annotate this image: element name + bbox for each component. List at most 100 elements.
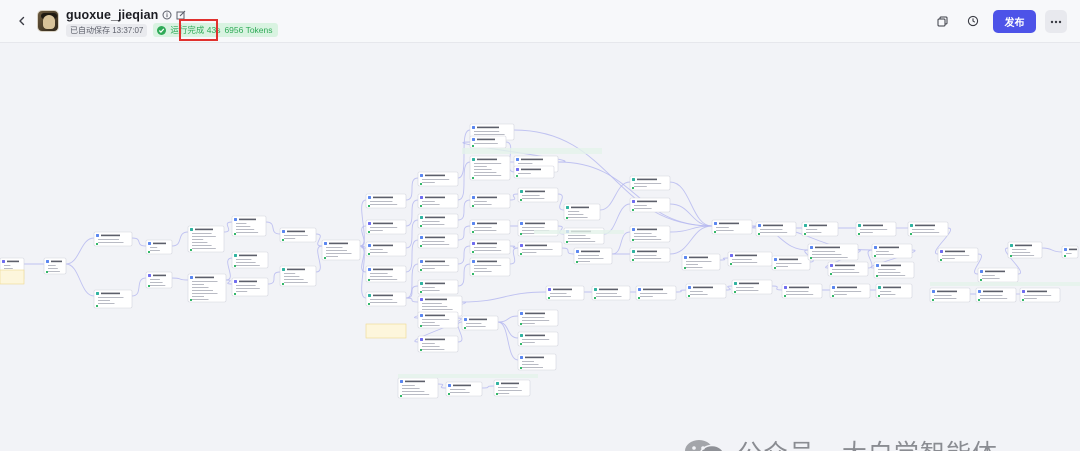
workflow-node[interactable]: [829, 283, 871, 299]
workflow-node[interactable]: [937, 247, 979, 263]
workflow-node[interactable]: [855, 221, 897, 237]
workflow-node[interactable]: [573, 247, 613, 265]
workflow-edge: [669, 203, 713, 227]
workflow-node[interactable]: [445, 381, 483, 397]
info-icon[interactable]: [162, 10, 172, 20]
workflow-node[interactable]: [871, 243, 913, 259]
workflow-node[interactable]: [417, 233, 459, 249]
workflow-node[interactable]: [801, 221, 839, 237]
workflow-node[interactable]: [417, 171, 459, 187]
workflow-node[interactable]: [93, 289, 133, 309]
workflow-node[interactable]: [517, 187, 559, 203]
workflow-node[interactable]: [929, 287, 971, 303]
workflow-edge: [935, 227, 951, 255]
workflow-node[interactable]: [493, 379, 531, 397]
workflow-node[interactable]: [771, 255, 811, 271]
workflow-node[interactable]: [365, 193, 407, 209]
workflow-node[interactable]: [873, 261, 915, 279]
workflow-node[interactable]: [1019, 287, 1061, 303]
workflow-node[interactable]: [635, 285, 677, 301]
workflow-node[interactable]: [321, 239, 361, 261]
workflow-node[interactable]: [187, 225, 225, 253]
workflow-node[interactable]: [417, 213, 459, 229]
workflow-node[interactable]: [827, 261, 869, 277]
back-arrow-icon[interactable]: [14, 13, 30, 29]
workflow-node[interactable]: [517, 241, 563, 257]
workflow-node[interactable]: [469, 219, 511, 235]
copy-icon[interactable]: [933, 12, 951, 30]
workflow-node[interactable]: [365, 265, 407, 283]
workflow-node[interactable]: [469, 135, 507, 149]
workflow-edge: [461, 291, 547, 303]
group-band: [462, 148, 602, 154]
workflow-node[interactable]: [1061, 245, 1079, 259]
workflow-node[interactable]: [685, 283, 727, 299]
workflow-edge: [599, 181, 631, 211]
workflow-node[interactable]: [397, 377, 439, 399]
workflow-edge: [481, 385, 495, 389]
workflow-node[interactable]: [977, 267, 1019, 283]
workflow-node[interactable]: [517, 353, 557, 371]
workflow-node[interactable]: [517, 331, 559, 347]
avatar[interactable]: [37, 10, 59, 32]
workflow-node[interactable]: [711, 219, 753, 235]
workflow-node[interactable]: [727, 251, 773, 267]
workflow-edge: [771, 285, 783, 291]
workflow-node[interactable]: [629, 175, 671, 191]
workflow-node[interactable]: [365, 219, 407, 235]
workflow-node[interactable]: [417, 335, 459, 353]
note-card[interactable]: [0, 269, 25, 285]
workflow-node[interactable]: [279, 227, 317, 243]
workflow-node[interactable]: [279, 265, 317, 287]
workflow-node[interactable]: [417, 257, 459, 273]
workflow-node[interactable]: [731, 279, 773, 295]
workflow-node[interactable]: [681, 253, 721, 271]
workflow-node[interactable]: [563, 203, 601, 221]
workflow-node[interactable]: [755, 221, 797, 237]
workflow-node[interactable]: [517, 309, 559, 327]
workflow-node[interactable]: [461, 315, 499, 331]
workflow-node[interactable]: [469, 257, 511, 277]
workflow-node[interactable]: [187, 273, 227, 303]
workflow-edge: [457, 199, 471, 221]
history-icon[interactable]: [964, 12, 982, 30]
workflow-node[interactable]: [975, 287, 1017, 303]
workflow-node[interactable]: [365, 291, 407, 307]
autosave-status: 已自动保存 13:37:07: [66, 23, 148, 37]
workflow-edge: [719, 257, 729, 261]
workflow-node[interactable]: [513, 165, 555, 179]
workflow-node[interactable]: [629, 247, 671, 263]
workflow-node[interactable]: [875, 283, 913, 299]
workflow-node[interactable]: [93, 231, 133, 247]
publish-button[interactable]: 发布: [993, 10, 1036, 33]
workflow-node[interactable]: [629, 225, 671, 243]
workflow-node[interactable]: [231, 215, 267, 237]
workflow-node[interactable]: [469, 155, 511, 181]
workflow-edge: [1041, 247, 1063, 253]
workflow-node[interactable]: [629, 197, 671, 213]
workflow-node[interactable]: [469, 193, 511, 209]
workflow-node[interactable]: [469, 239, 511, 255]
workflow-node[interactable]: [43, 257, 67, 275]
workflow-canvas[interactable]: 公众号 · 大白学智能体: [0, 44, 1080, 451]
workflow-node[interactable]: [907, 221, 949, 237]
workflow-edge: [457, 321, 463, 343]
more-icon[interactable]: [1045, 10, 1067, 33]
workflow-node[interactable]: [545, 285, 585, 301]
note-card[interactable]: [365, 323, 407, 339]
workflow-node[interactable]: [807, 243, 859, 261]
workflow-node[interactable]: [417, 193, 459, 209]
red-highlight-box: [179, 19, 218, 41]
workflow-node[interactable]: [1007, 241, 1043, 259]
workflow-node[interactable]: [365, 241, 407, 257]
workflow-node[interactable]: [591, 285, 631, 301]
run-status-badge[interactable]: 运行完成 43s 6956 Tokens: [153, 23, 278, 37]
workflow-node[interactable]: [781, 283, 823, 299]
workflow-node[interactable]: [145, 271, 173, 289]
workflow-node[interactable]: [417, 311, 459, 329]
workflow-node[interactable]: [417, 279, 459, 295]
workflow-node[interactable]: [145, 239, 173, 255]
workflow-node[interactable]: [231, 277, 269, 297]
workflow-node[interactable]: [231, 251, 269, 269]
workflow-edge: [405, 239, 419, 273]
